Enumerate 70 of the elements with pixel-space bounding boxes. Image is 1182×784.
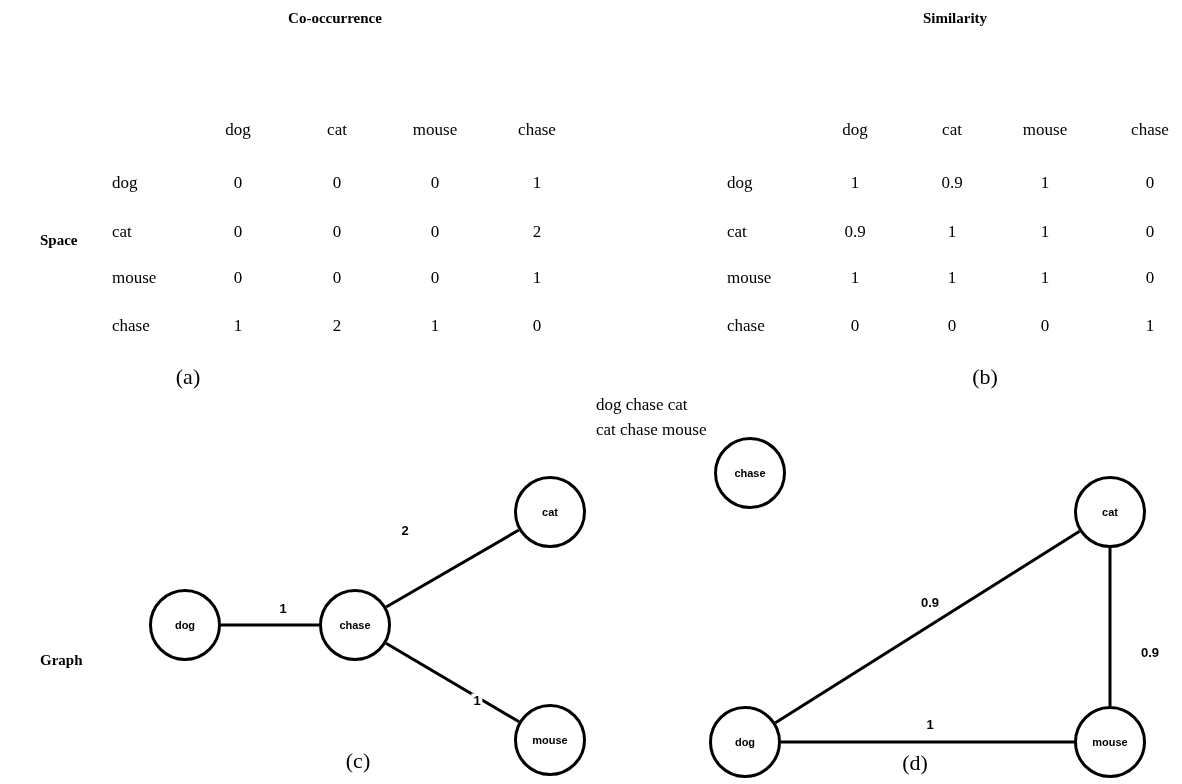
row-heading: Space [40, 230, 78, 250]
table-value: 1 [1040, 172, 1050, 195]
table-value: 0.9 [844, 221, 866, 244]
row-header: dog [727, 172, 753, 195]
row-header: cat [727, 221, 747, 244]
column-header: cat [327, 119, 347, 142]
example-sentence: cat chase mouse [596, 419, 707, 442]
row-header: mouse [727, 267, 772, 290]
edge-label: 1 [277, 601, 289, 615]
table-value: 0 [332, 172, 342, 195]
panel-label: (b) [972, 362, 998, 391]
table-value: 1 [1040, 221, 1050, 244]
table-value: 2 [332, 315, 342, 338]
table-value: 1 [532, 267, 542, 290]
edge-label: 2 [399, 523, 411, 537]
table-value: 1 [233, 315, 243, 338]
table-value: 0 [430, 221, 440, 244]
heading: Co-occurrence [288, 8, 382, 28]
column-header: dog [842, 119, 868, 142]
table-value: 2 [532, 221, 542, 244]
table-value: 1 [430, 315, 440, 338]
table-value: 0 [1040, 315, 1050, 338]
heading: Similarity [922, 8, 988, 28]
table-value: 0 [430, 172, 440, 195]
column-header: mouse [412, 119, 458, 142]
row-header: dog [112, 172, 138, 195]
table-value: 0 [1145, 221, 1155, 244]
column-header: mouse [1022, 119, 1068, 142]
example-sentence: dog chase cat [596, 394, 688, 417]
table-value: 1 [947, 267, 957, 290]
row-header: chase [727, 315, 765, 338]
row-header: cat [112, 221, 132, 244]
connector-line [774, 529, 1081, 725]
panel-label: (d) [902, 748, 928, 777]
table-value: 1 [850, 172, 860, 195]
column-header: cat [942, 119, 962, 142]
table-value: 0 [1145, 172, 1155, 195]
edge-label: 1 [471, 693, 483, 707]
table-value: 0 [947, 315, 957, 338]
edge-label: 0.9 [918, 595, 942, 609]
table-value: 0 [850, 315, 860, 338]
edge-label: 0.9 [1138, 645, 1162, 659]
connector-line [781, 740, 1074, 744]
connector-line [385, 642, 520, 723]
table-value: 1 [1145, 315, 1155, 338]
table-value: 0 [332, 221, 342, 244]
edge-label: 1 [924, 717, 936, 731]
connector-line [221, 623, 319, 627]
column-header: dog [225, 119, 251, 142]
table-value: 0.9 [941, 172, 963, 195]
row-header: mouse [112, 267, 157, 290]
table-value: 1 [850, 267, 860, 290]
table-value: 0 [532, 315, 542, 338]
row-heading: Graph [40, 650, 83, 670]
table-value: 0 [233, 267, 243, 290]
table-value: 0 [1145, 267, 1155, 290]
row-header: chase [112, 315, 150, 338]
connector-line [385, 528, 520, 609]
panel-label: (a) [175, 362, 201, 391]
table-value: 1 [947, 221, 957, 244]
connector-line [1108, 548, 1112, 706]
table-value: 1 [1040, 267, 1050, 290]
panel-label: (c) [345, 746, 371, 775]
column-header: chase [1131, 119, 1169, 142]
table-value: 0 [430, 267, 440, 290]
column-header: chase [518, 119, 556, 142]
table-value: 0 [233, 172, 243, 195]
table-value: 0 [233, 221, 243, 244]
table-value: 0 [332, 267, 342, 290]
table-value: 1 [532, 172, 542, 195]
